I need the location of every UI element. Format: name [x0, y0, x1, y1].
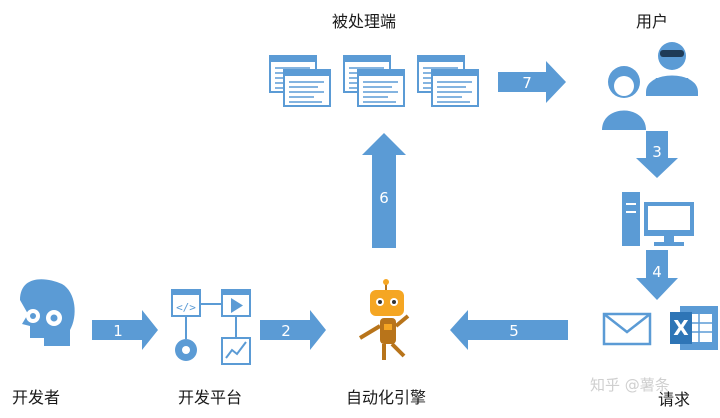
developer-label: 开发者 — [12, 388, 61, 407]
step-number: 1 — [113, 322, 123, 340]
mail-excel-icon: X — [602, 306, 718, 350]
svg-text:</>: </> — [176, 301, 196, 314]
users-label: 用户 — [636, 12, 669, 31]
arrow-step-2 — [260, 310, 326, 350]
step-number: 4 — [652, 263, 662, 281]
dev-platform-label: 开发平台 — [178, 388, 243, 407]
robot-icon — [358, 279, 410, 360]
step-number: 6 — [379, 189, 389, 207]
computer-icon — [622, 192, 694, 246]
documents-icon — [269, 55, 479, 107]
arrow-step-7 — [498, 61, 566, 103]
step-number: 5 — [509, 322, 519, 340]
step-number: 7 — [522, 74, 532, 92]
step-number: 2 — [281, 322, 291, 340]
head-gears-icon — [20, 279, 75, 346]
step-number: 3 — [652, 143, 662, 161]
users-icon — [602, 42, 698, 130]
automation-engine-label: 自动化引擎 — [346, 388, 427, 407]
dev-tools-icon: </> — [171, 289, 251, 365]
arrow-step-6 — [362, 133, 406, 248]
svg-text:X: X — [673, 316, 689, 340]
arrow-step-4 — [636, 250, 678, 300]
arrow-step-5 — [450, 310, 568, 350]
watermark: 知乎 @薯条 — [590, 376, 670, 394]
arrow-step-1 — [92, 310, 158, 350]
arrow-step-3 — [636, 131, 678, 178]
processed-side-label: 被处理端 — [332, 12, 397, 31]
request-label: 请求 — [658, 390, 691, 409]
